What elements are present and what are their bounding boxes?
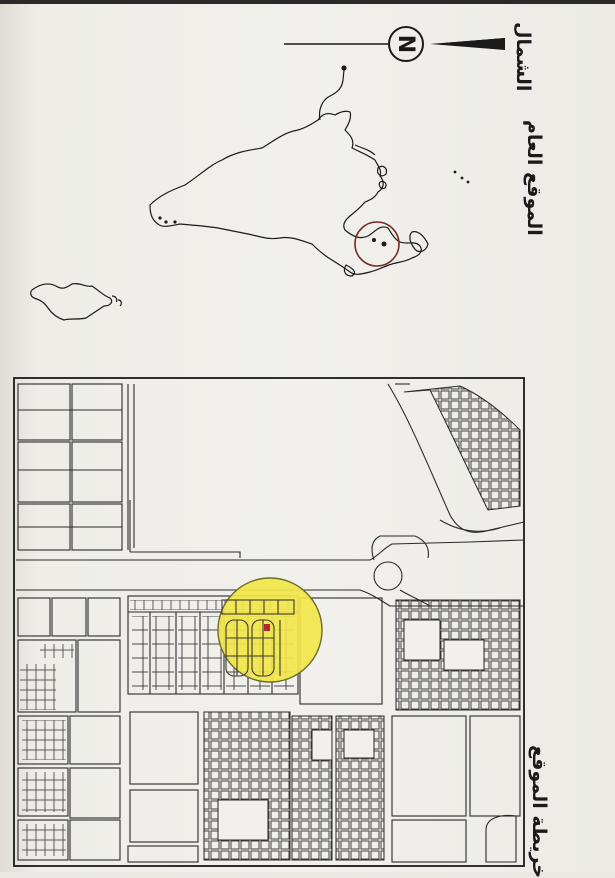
site-marker-icon (264, 624, 270, 631)
sheet-top-edge (0, 0, 615, 4)
site-map-label: خريطة الموقع (528, 745, 550, 878)
site-map-frame (13, 377, 525, 867)
island-cluster (30, 282, 113, 321)
location-circle-icon (354, 221, 400, 267)
general-location-label: الموقع العام (523, 120, 545, 236)
north-label: الشمال (512, 22, 534, 92)
